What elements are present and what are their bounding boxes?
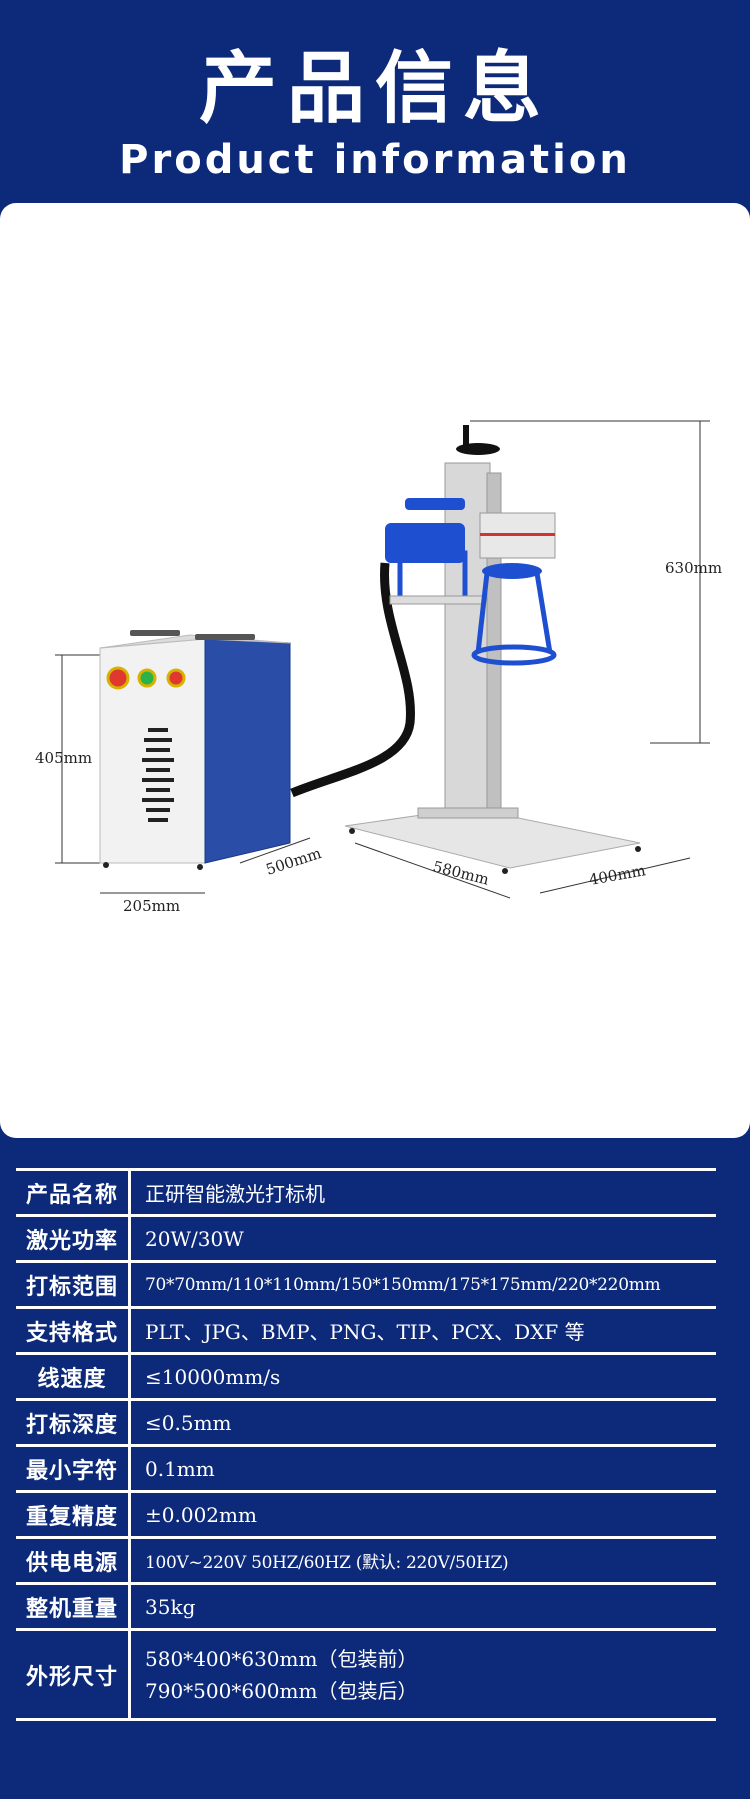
table-row: 供电电源 100V~220V 50HZ/60HZ (默认: 220V/50HZ) bbox=[16, 1539, 716, 1585]
table-row: 支持格式 PLT、JPG、BMP、PNG、TIP、PCX、DXF 等 bbox=[16, 1309, 716, 1355]
foot bbox=[103, 862, 109, 868]
gun-handle bbox=[405, 498, 465, 510]
spec-label: 打标范围 bbox=[16, 1263, 131, 1306]
dim-label-cabinet-width: 205mm bbox=[123, 897, 180, 915]
table-row: 整机重量 35kg bbox=[16, 1585, 716, 1631]
protective-cage bbox=[475, 572, 490, 654]
foot bbox=[502, 868, 508, 874]
spec-value-line: 790*500*600mm（包装后） bbox=[145, 1678, 418, 1703]
page-title: 产品信息 bbox=[198, 44, 551, 134]
cabinet-side bbox=[204, 638, 291, 864]
spec-value: 580*400*630mm（包装前） 790*500*600mm（包装后） bbox=[131, 1631, 716, 1718]
spec-value: 35kg bbox=[145, 1594, 196, 1619]
power-button-icon bbox=[137, 668, 157, 688]
crank-handle-icon bbox=[456, 443, 500, 455]
spec-table: 产品名称 正研智能激光打标机 激光功率 20W/30W 打标范围 70*70mm… bbox=[16, 1168, 716, 1721]
laser-gun bbox=[385, 523, 465, 563]
spec-label: 线速度 bbox=[16, 1355, 131, 1398]
key-switch-icon bbox=[166, 668, 186, 688]
vent-grille-icon bbox=[142, 728, 174, 822]
spec-label: 产品名称 bbox=[16, 1171, 131, 1214]
spec-label: 激光功率 bbox=[16, 1217, 131, 1260]
cabinet-handle bbox=[130, 630, 180, 636]
table-row: 线速度 ≤10000mm/s bbox=[16, 1355, 716, 1401]
table-row: 外形尺寸 580*400*630mm（包装前） 790*500*600mm（包装… bbox=[16, 1631, 716, 1721]
bracket-plate bbox=[389, 595, 486, 605]
foot bbox=[349, 828, 355, 834]
spec-value: ±0.002mm bbox=[145, 1502, 257, 1527]
spec-value: ≤0.5mm bbox=[145, 1410, 232, 1435]
field-lens bbox=[482, 563, 542, 579]
spec-label: 打标深度 bbox=[16, 1401, 131, 1444]
table-row: 激光功率 20W/30W bbox=[16, 1217, 716, 1263]
dim-label-base-depth: 400mm bbox=[588, 861, 647, 889]
spec-label: 外形尺寸 bbox=[16, 1631, 131, 1718]
spec-value: 20W/30W bbox=[145, 1226, 244, 1251]
foot bbox=[197, 864, 203, 870]
spec-value: PLT、JPG、BMP、PNG、TIP、PCX、DXF 等 bbox=[145, 1320, 585, 1344]
spec-value: 70*70mm/110*110mm/150*150mm/175*175mm/22… bbox=[145, 1274, 661, 1295]
header: 产品信息 Product information bbox=[0, 0, 750, 205]
spec-label: 重复精度 bbox=[16, 1493, 131, 1536]
spec-value: 100V~220V 50HZ/60HZ (默认: 220V/50HZ) bbox=[145, 1553, 509, 1573]
page-subtitle: Product information bbox=[119, 137, 631, 183]
column-foot bbox=[417, 807, 519, 819]
dim-label-cabinet-depth: 500mm bbox=[264, 844, 324, 879]
dim-label-cabinet-height: 405mm bbox=[35, 749, 92, 767]
product-image: 405mm 205mm 500mm 580mm bbox=[0, 203, 750, 1138]
dim-line bbox=[539, 857, 691, 894]
spec-label: 供电电源 bbox=[16, 1539, 131, 1582]
spec-label: 最小字符 bbox=[16, 1447, 131, 1490]
cabinet-handle bbox=[195, 634, 255, 640]
table-row: 产品名称 正研智能激光打标机 bbox=[16, 1171, 716, 1217]
dim-line bbox=[354, 842, 511, 899]
table-row: 打标范围 70*70mm/110*110mm/150*150mm/175*175… bbox=[16, 1263, 716, 1309]
spec-value: 0.1mm bbox=[145, 1456, 215, 1481]
spec-value-line: 580*400*630mm（包装前） bbox=[145, 1646, 418, 1671]
spec-label: 支持格式 bbox=[16, 1309, 131, 1352]
dim-label-base-width: 580mm bbox=[431, 857, 491, 888]
crank-handle-icon bbox=[463, 425, 469, 449]
table-row: 最小字符 0.1mm bbox=[16, 1447, 716, 1493]
laser-head-stripe bbox=[480, 533, 555, 536]
table-row: 打标深度 ≤0.5mm bbox=[16, 1401, 716, 1447]
table-row: 重复精度 ±0.002mm bbox=[16, 1493, 716, 1539]
protective-cage bbox=[471, 644, 557, 666]
protective-cage bbox=[534, 572, 553, 654]
fiber-cable bbox=[290, 562, 415, 798]
spec-value: 正研智能激光打标机 bbox=[145, 1182, 325, 1206]
emergency-stop-icon bbox=[106, 666, 130, 690]
foot bbox=[635, 846, 641, 852]
spec-label: 整机重量 bbox=[16, 1585, 131, 1628]
spec-value: ≤10000mm/s bbox=[145, 1364, 281, 1389]
dim-line bbox=[239, 837, 311, 864]
laser-marker-illustration: 405mm 205mm 500mm 580mm bbox=[35, 420, 722, 915]
dim-label-column-height: 630mm bbox=[665, 559, 722, 577]
